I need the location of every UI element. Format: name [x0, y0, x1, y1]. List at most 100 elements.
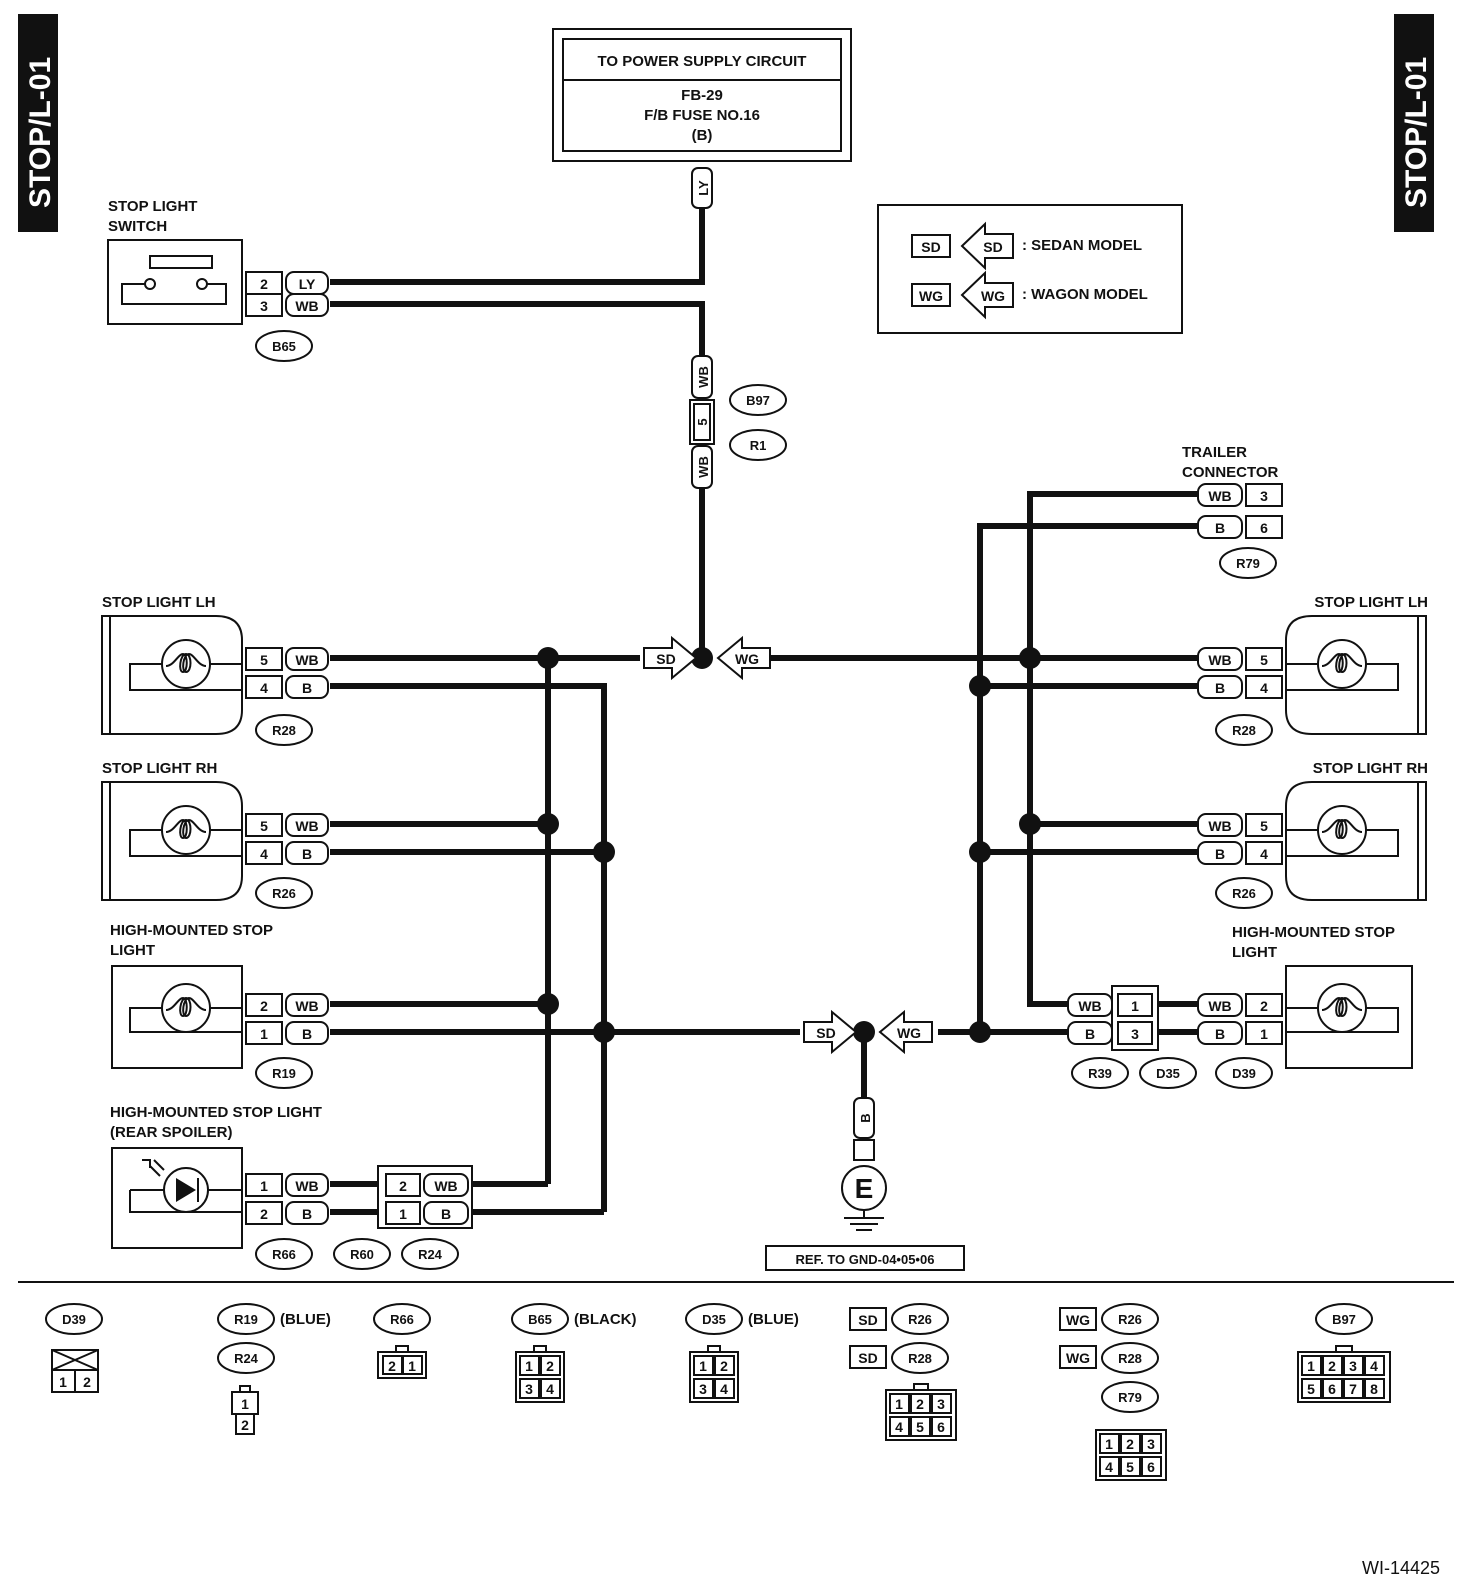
svg-text:R19: R19	[234, 1312, 258, 1327]
connector-r60-r24: 2 1 WB B R60 R24	[333, 1165, 473, 1270]
svg-text:HIGH-MOUNTED STOP LIGHT: HIGH-MOUNTED STOP LIGHT	[110, 1104, 322, 1121]
svg-text:3: 3	[1147, 1436, 1155, 1452]
svg-text:1: 1	[260, 1026, 268, 1042]
side-tab-left: STOP/L-01	[18, 14, 58, 232]
connector-b97-r1: WB 5 WB B97 R1	[689, 355, 787, 489]
svg-text:STOP LIGHT RH: STOP LIGHT RH	[1313, 760, 1428, 777]
svg-text:4: 4	[260, 846, 268, 862]
svg-text:STOP LIGHT RH: STOP LIGHT RH	[102, 760, 217, 777]
svg-text:1: 1	[260, 1178, 268, 1194]
wg-arrow-top: WG	[716, 635, 771, 681]
svg-text:B65: B65	[528, 1312, 552, 1327]
svg-text:SD: SD	[656, 651, 675, 667]
svg-text:4: 4	[546, 1381, 554, 1397]
wires	[330, 205, 1198, 1215]
svg-text:D39: D39	[1232, 1066, 1256, 1081]
svg-text:4: 4	[1370, 1358, 1378, 1374]
wire-tag-ly-fuse: LY	[691, 167, 713, 209]
svg-text:CONNECTOR: CONNECTOR	[1182, 464, 1279, 481]
svg-text:1: 1	[1105, 1436, 1113, 1452]
power-title: TO POWER SUPPLY CIRCUIT	[598, 53, 807, 70]
svg-text:SD: SD	[816, 1025, 835, 1041]
svg-text:STOP/L-01: STOP/L-01	[1400, 57, 1433, 208]
svg-text:WB: WB	[696, 366, 711, 388]
svg-text:B: B	[858, 1113, 873, 1122]
svg-text:3: 3	[260, 298, 268, 314]
svg-text:SD: SD	[858, 1312, 877, 1328]
svg-text:SD: SD	[983, 239, 1002, 255]
svg-text:(BLUE): (BLUE)	[748, 1311, 799, 1328]
svg-text:STOP LIGHT LH: STOP LIGHT LH	[102, 594, 216, 611]
svg-text:B: B	[1085, 1026, 1095, 1042]
face-wg-r26-r28-r79: WG R26 WG R28 R79 1 2 3 4 5 6	[1059, 1303, 1167, 1481]
svg-text:(BLUE): (BLUE)	[280, 1311, 331, 1328]
svg-text:WB: WB	[434, 1178, 457, 1194]
sd-arrow-top: SD	[643, 635, 698, 681]
svg-text:LY: LY	[299, 276, 316, 292]
svg-text:R79: R79	[1236, 556, 1260, 571]
svg-text:4: 4	[1260, 846, 1268, 862]
svg-text:3: 3	[1260, 488, 1268, 504]
svg-text:1: 1	[699, 1358, 707, 1374]
svg-text:5: 5	[1307, 1381, 1315, 1397]
wg-arrow-bottom: WG	[878, 1009, 933, 1055]
svg-text:3: 3	[525, 1381, 533, 1397]
svg-text:B: B	[302, 680, 312, 696]
svg-text:WB: WB	[295, 818, 318, 834]
svg-text:6: 6	[937, 1419, 945, 1435]
sd-arrow-bottom: SD	[803, 1009, 858, 1055]
svg-text:(REAR SPOILER): (REAR SPOILER)	[110, 1124, 233, 1141]
svg-text:1: 1	[525, 1358, 533, 1374]
svg-text:WB: WB	[1208, 652, 1231, 668]
svg-text:STOP LIGHT: STOP LIGHT	[108, 198, 197, 215]
svg-text:2: 2	[399, 1178, 407, 1194]
svg-text:R28: R28	[1118, 1351, 1142, 1366]
face-r66: R66 2 1	[373, 1303, 431, 1379]
svg-text:3: 3	[937, 1396, 945, 1412]
svg-text:7: 7	[1349, 1381, 1357, 1397]
svg-text:HIGH-MOUNTED STOP: HIGH-MOUNTED STOP	[1232, 924, 1395, 941]
svg-text:B97: B97	[1332, 1312, 1356, 1327]
svg-text:1: 1	[59, 1374, 67, 1390]
svg-text:5: 5	[1260, 818, 1268, 834]
svg-text:1: 1	[1260, 1026, 1268, 1042]
connector-r39-d35: WB B 1 3 R39 D35	[1067, 985, 1197, 1089]
svg-text:LIGHT: LIGHT	[1232, 944, 1277, 961]
svg-text:2: 2	[916, 1396, 924, 1412]
side-tab-right: STOP/L-01	[1394, 14, 1434, 232]
svg-text:5: 5	[260, 652, 268, 668]
svg-text:4: 4	[1260, 680, 1268, 696]
stop-light-lh-right: STOP LIGHT LH WB B 5 4 R28	[1197, 594, 1428, 746]
svg-text:B: B	[1215, 1026, 1225, 1042]
svg-text:1: 1	[408, 1358, 416, 1374]
svg-text:B: B	[1215, 520, 1225, 536]
svg-text:HIGH-MOUNTED STOP: HIGH-MOUNTED STOP	[110, 922, 273, 939]
svg-text:SD: SD	[921, 239, 940, 255]
svg-text:2: 2	[1328, 1358, 1336, 1374]
svg-text:STOP/L-01: STOP/L-01	[24, 57, 57, 208]
label-r1: R1	[750, 438, 767, 453]
svg-text:WB: WB	[295, 1178, 318, 1194]
figure-id: WI-14425	[1362, 1558, 1440, 1578]
svg-text:R26: R26	[272, 886, 296, 901]
svg-text:WG: WG	[1066, 1350, 1090, 1366]
svg-text:WB: WB	[1208, 998, 1231, 1014]
svg-text:R26: R26	[1232, 886, 1256, 901]
power-line3: (B)	[692, 127, 713, 144]
svg-text:B: B	[441, 1206, 451, 1222]
svg-text:R66: R66	[390, 1312, 414, 1327]
svg-text:2: 2	[83, 1374, 91, 1390]
svg-text:LIGHT: LIGHT	[110, 942, 155, 959]
stop-light-lh-left: STOP LIGHT LH 5 4 WB B R28	[101, 594, 329, 746]
svg-text:R79: R79	[1118, 1390, 1142, 1405]
power-line1: FB-29	[681, 87, 723, 104]
svg-text:D39: D39	[62, 1312, 86, 1327]
svg-text:D35: D35	[702, 1312, 726, 1327]
stop-light-switch: STOP LIGHT SWITCH 2 3 LY WB B65	[107, 198, 329, 362]
svg-text:4: 4	[895, 1419, 903, 1435]
svg-text:2: 2	[241, 1417, 249, 1433]
svg-text:WB: WB	[696, 456, 711, 478]
svg-text:WB: WB	[295, 298, 318, 314]
face-b97: B97 1 2 3 4 5 6 7 8	[1297, 1303, 1391, 1403]
